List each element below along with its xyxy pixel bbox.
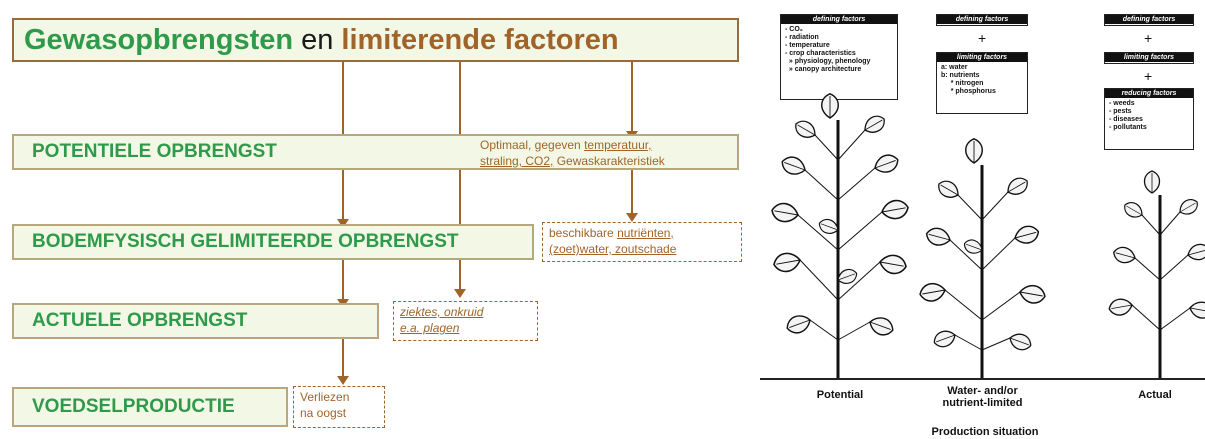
level-label: VOEDSELPRODUCTIE: [32, 396, 235, 417]
plus-sign: +: [978, 30, 987, 46]
limiting-factors-box: limiting factors a: water b: nutrients *…: [936, 52, 1028, 114]
note-text: beschikbare: [549, 226, 614, 240]
note-text: Gewaskarakteristiek: [556, 154, 665, 168]
arrow-down: [337, 339, 349, 385]
box-heading: defining factors: [937, 15, 1027, 24]
defining-factors-box-actual: defining factors: [1104, 14, 1194, 26]
arrow-down: [337, 260, 349, 308]
note-underlined: ziektes, onkruid: [400, 305, 484, 319]
situation-label-line: nutrient-limited: [942, 397, 1023, 409]
level-potential-yield: POTENTIELE OPBRENGST: [12, 134, 739, 170]
note-underlined: nutriënten,: [617, 226, 674, 240]
note-text: Verliezen: [300, 390, 350, 404]
level-soil-limited-yield: BODEMFYSISCH GELIMITEERDE OPBRENGST: [12, 224, 534, 260]
food-production-note: Verliezen na oogst: [293, 386, 385, 428]
level-label: ACTUELE OPBRENGST: [32, 310, 248, 331]
title-part-1: Gewasopbrengsten: [24, 23, 294, 56]
arrow-down: [337, 170, 349, 228]
plant-limited-icon: [917, 138, 1048, 378]
note-underlined: straling, CO2,: [480, 154, 554, 168]
note-underlined: temperatuur,: [584, 138, 652, 152]
factor-list: - CO₂ - radiation - temperature - crop c…: [785, 26, 871, 73]
plant-actual-icon: [1107, 170, 1205, 378]
note-underlined: e.a. plagen: [400, 321, 460, 335]
level-actual-yield: ACTUELE OPBRENGST: [12, 303, 379, 339]
note-text: na oogst: [300, 406, 347, 420]
box-heading: limiting factors: [1105, 53, 1193, 62]
connector-line: [459, 62, 461, 134]
arrow-to-potential-note: [626, 62, 638, 140]
plus-sign: +: [1144, 30, 1153, 46]
plant-illustrations: [769, 93, 1205, 378]
title-part-2: en: [301, 23, 334, 56]
arrow-to-actual-note: [454, 260, 466, 298]
production-situation-figure: defining factors - CO₂ - radiation - tem…: [760, 0, 1205, 439]
level-label: POTENTIELE OPBRENGST: [32, 141, 277, 162]
connector-line: [342, 62, 344, 134]
level-food-production: VOEDSELPRODUCTIE: [12, 387, 288, 427]
situation-label-limited: Water- and/or nutrient-limited: [930, 385, 1035, 409]
title-part-3: limiterende factoren: [341, 23, 619, 56]
arrow-to-soil-note: [626, 170, 638, 222]
connector-line: [459, 170, 461, 224]
defining-factors-box-limited: defining factors: [936, 14, 1028, 26]
production-situation-label: Production situation: [931, 426, 1039, 438]
factor-list: - weeds - pests - diseases - pollutants: [1109, 100, 1147, 131]
actual-yield-note: ziektes, onkruid e.a. plagen: [393, 301, 538, 341]
factor-list: a: water b: nutrients * nitrogen * phosp…: [941, 64, 996, 95]
ground-line: [760, 378, 1205, 380]
soil-limited-note: beschikbare nutriënten, (zoet)water, zou…: [542, 222, 742, 262]
box-heading: defining factors: [781, 15, 897, 24]
diagram-title: Gewasopbrengsten en limiterende factoren: [12, 18, 739, 62]
box-heading: limiting factors: [937, 53, 1027, 62]
limiting-factors-box-actual: limiting factors: [1104, 52, 1194, 64]
reducing-factors-box: reducing factors - weeds - pests - disea…: [1104, 88, 1194, 150]
situation-label-line: Water- and/or: [947, 385, 1018, 397]
plus-sign: +: [1144, 68, 1153, 84]
plant-potential-icon: [769, 93, 911, 378]
situation-label-actual: Actual: [1138, 389, 1172, 401]
note-text: Optimaal, gegeven: [480, 138, 581, 152]
level-label: BODEMFYSISCH GELIMITEERDE OPBRENGST: [32, 231, 459, 252]
yield-levels-diagram: Gewasopbrengsten en limiterende factoren…: [12, 18, 742, 428]
note-underlined: (zoet)water, zoutschade: [549, 242, 677, 256]
defining-factors-box-potential: defining factors - CO₂ - radiation - tem…: [780, 14, 898, 100]
potential-yield-note: Optimaal, gegeven temperatuur, straling,…: [480, 137, 735, 169]
box-heading: reducing factors: [1105, 89, 1193, 98]
box-heading: defining factors: [1105, 15, 1193, 24]
situation-label-potential: Potential: [816, 389, 864, 401]
